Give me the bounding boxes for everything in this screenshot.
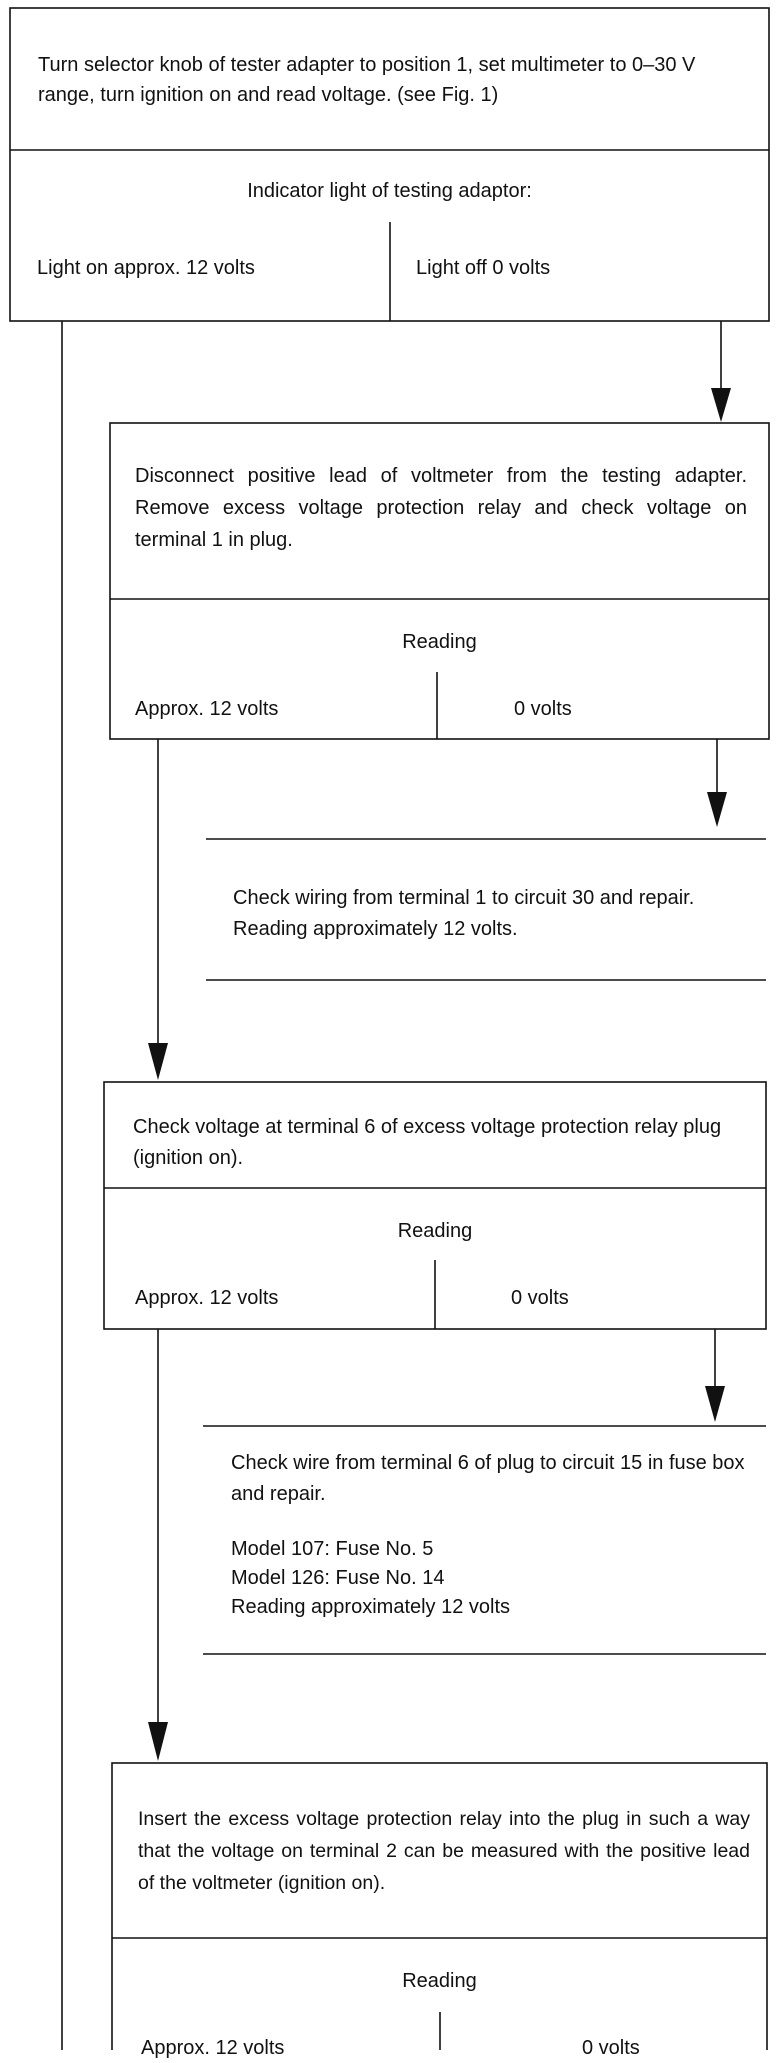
- step1-option-left: Light on approx. 12 volts: [37, 257, 255, 279]
- step1-instruction: Turn selector knob of tester adapter to …: [38, 54, 696, 106]
- note2-line1: Check wire from terminal 6 of plug to ci…: [231, 1452, 745, 1505]
- arrow-1-head: [711, 388, 731, 422]
- step3-instruction: Check voltage at terminal 6 of excess vo…: [133, 1116, 722, 1169]
- step1-option-right: Light off 0 volts: [416, 257, 551, 279]
- step4-option-right: 0 volts: [582, 2037, 640, 2059]
- note1-text: Check wiring from terminal 1 to circuit …: [233, 887, 695, 940]
- step3-option-left: Approx. 12 volts: [135, 1287, 279, 1309]
- step4-box: [111, 1762, 768, 2050]
- step2-box: [109, 422, 770, 740]
- note2-model-126: Model 126: Fuse No. 14: [231, 1567, 445, 1589]
- arrow-3-head: [148, 1043, 168, 1080]
- note2-reading: Reading approximately 12 volts: [231, 1596, 511, 1618]
- arrow-2-head: [707, 792, 727, 827]
- step2-heading: Reading: [402, 631, 477, 653]
- step4-heading: Reading: [402, 1970, 477, 1992]
- step2-option-right: 0 volts: [514, 698, 572, 720]
- note2-model-107: Model 107: Fuse No. 5: [231, 1538, 434, 1560]
- arrow-5-head: [148, 1722, 168, 1761]
- step4-instruction: Insert the excess voltage protection rel…: [138, 1808, 750, 1894]
- step2-option-left: Approx. 12 volts: [135, 698, 279, 720]
- arrow-4-head: [705, 1386, 725, 1422]
- step3-heading: Reading: [397, 1220, 473, 1242]
- step3-option-right: 0 volts: [511, 1287, 569, 1309]
- step2-instruction: Disconnect positive lead of voltmeter fr…: [135, 465, 747, 551]
- step1-heading: Indicator light of testing adaptor:: [247, 180, 532, 202]
- step4-option-left: Approx. 12 volts: [141, 2037, 285, 2059]
